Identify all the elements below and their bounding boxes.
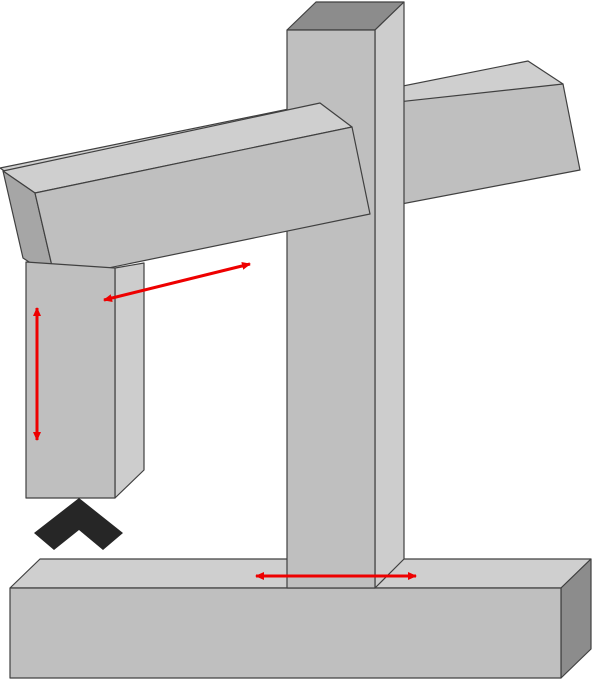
base-front-face: [9, 587, 562, 679]
chevron-up-icon: [34, 498, 123, 550]
spindle-side-face: [114, 262, 145, 499]
vertical-column: [286, 1, 405, 589]
base-block: [9, 558, 592, 679]
spindle-arm: [25, 261, 145, 499]
spindle-front-face: [25, 261, 116, 499]
cross-beam-front: [2, 102, 371, 280]
column-side-face: [374, 1, 405, 589]
depth-motion-arrow: [103, 262, 251, 302]
beam-front-face: [34, 126, 371, 280]
